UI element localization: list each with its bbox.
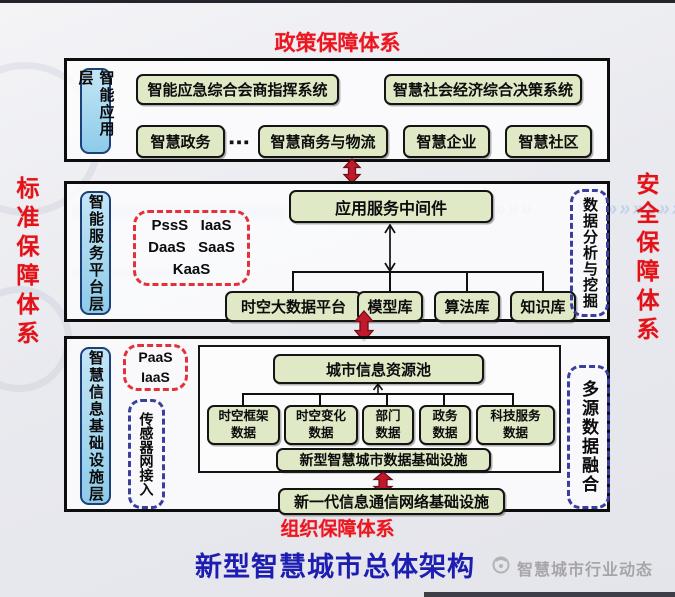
smart-commerce-logistics-box: 智慧商务与物流 (258, 125, 388, 158)
connector-line (542, 271, 544, 291)
ellipsis-dots: ▪▪▪ (229, 134, 251, 151)
application-middleware-box: 应用服务中间件 (289, 190, 493, 223)
connector-line (389, 271, 391, 291)
smart-city-data-infrastructure-box: 新型智慧城市数据基础设施 (276, 448, 491, 472)
cloud-models-dashed-box: PaaS IaaS (123, 344, 188, 391)
smart-government-box: 智慧政务 (136, 125, 225, 158)
watermark-logo (492, 556, 510, 574)
connector-line (386, 393, 388, 405)
economic-decision-system-box: 智慧社会经济综合决策系统 (384, 74, 582, 105)
connector-line (242, 393, 514, 395)
spatiotemporal-framework-data-box: 时空框架 数据 (207, 405, 280, 445)
policy-guarantee-title: 政策保障体系 (274, 32, 401, 55)
application-layer-label: 智能应用层 (77, 68, 115, 154)
data-platform-inner-frame: 城市信息资源池 时空框架 数据 时空变化 数据 部门 数据 政务 数据 科技服务… (198, 345, 561, 473)
service-model-line: DaaS SaaS (148, 239, 235, 257)
background-texture: »»»»»» (606, 198, 675, 220)
cloud-model-line: PaaS (138, 348, 173, 365)
infrastructure-layer-frame: 智慧信息基础设施层 PaaS IaaS 传感器网接入 城市信息资源池 时空框架 … (64, 336, 610, 515)
standard-guarantee-title: 标准保障体系 (13, 176, 39, 350)
service-model-line: KaaS (172, 260, 211, 278)
black-up-arrow-resource-pool (372, 383, 384, 394)
sensor-network-access-note: 传感器网接入 (128, 399, 165, 509)
multi-source-data-fusion-note: 多源数据融合 (567, 365, 610, 509)
watermark-label: 智慧城市行业动态 (517, 562, 654, 579)
diagram-main-title: 新型智慧城市总体架构 (195, 552, 475, 582)
technology-service-data-box: 科技服务 数据 (476, 405, 555, 445)
algorithm-library-box: 算法库 (434, 291, 500, 322)
department-data-box: 部门 数据 (362, 405, 414, 445)
smart-community-box: 智慧社区 (505, 125, 592, 158)
service-model-line: PssS IaaS (151, 217, 232, 235)
black-double-arrow-middleware (384, 224, 396, 272)
connector-line (443, 393, 445, 405)
connector-line (319, 393, 321, 405)
network-infrastructure-box: 新一代信息通信网络基础设施 (278, 488, 505, 515)
top-edge-bar (0, 0, 675, 3)
spatiotemporal-big-data-platform-box: 时空大数据平台 (225, 291, 362, 322)
knowledge-library-box: 知识库 (510, 291, 576, 322)
application-layer-frame: 智能应用层 智能应急综合会商指挥系统 智慧社会经济综合决策系统 智慧政务 ▪▪▪… (64, 58, 610, 162)
infrastructure-layer-label: 智慧信息基础设施层 (80, 347, 111, 505)
government-data-box: 政务 数据 (419, 405, 471, 445)
emergency-command-system-box: 智能应急综合会商指挥系统 (136, 74, 339, 105)
cloud-model-line: IaaS (141, 368, 170, 385)
data-analysis-mining-note: 数据分析与挖掘 (570, 189, 609, 317)
spatiotemporal-change-data-box: 时空变化 数据 (284, 405, 358, 445)
service-models-dashed-box: PssS IaaS DaaS SaaS KaaS (133, 210, 250, 286)
bottom-edge-bar (424, 592, 675, 597)
security-guarantee-title: 安全保障体系 (633, 172, 659, 346)
city-information-resource-pool-box: 城市信息资源池 (273, 354, 484, 384)
connector-line (466, 271, 468, 291)
organization-guarantee-title: 组织保障体系 (280, 519, 395, 540)
connector-line (512, 393, 514, 405)
connector-line (292, 271, 544, 273)
service-platform-layer-frame: 智能服务平台层 PssS IaaS DaaS SaaS KaaS 应用服务中间件… (64, 181, 610, 322)
smart-enterprise-box: 智慧企业 (403, 125, 490, 158)
service-platform-layer-label: 智能服务平台层 (80, 191, 111, 315)
connector-line (242, 393, 244, 405)
connector-line (292, 271, 294, 291)
